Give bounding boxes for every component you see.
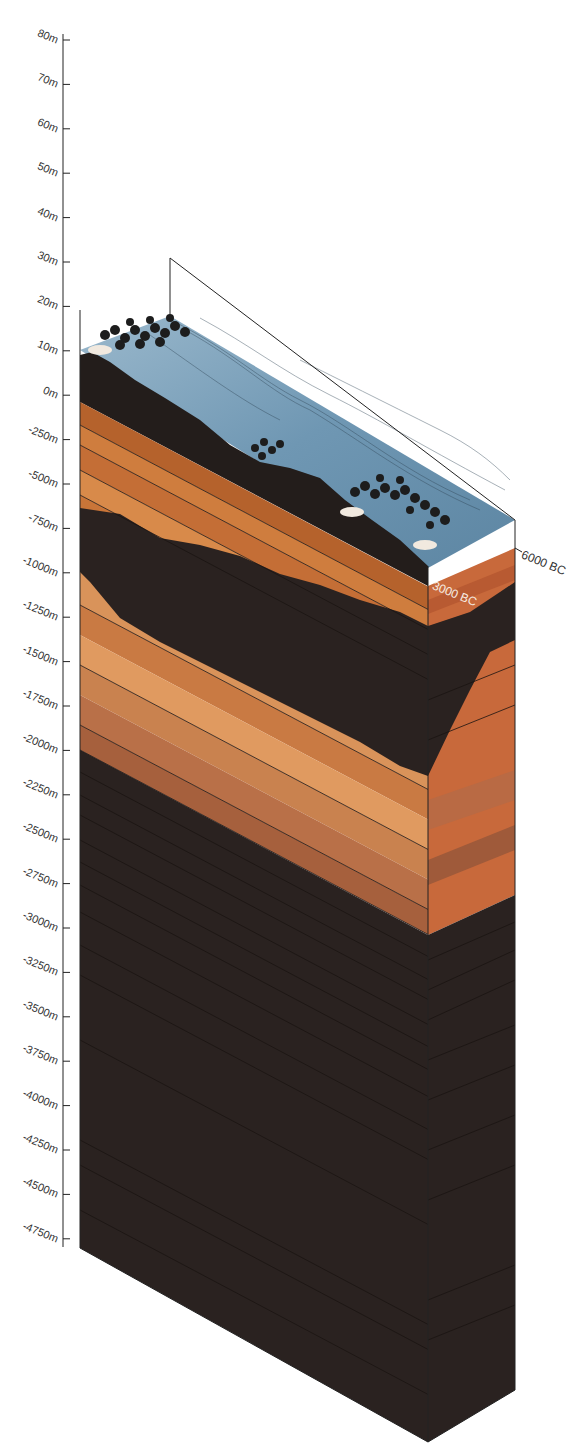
depth-label: -4750m	[5, 1212, 60, 1245]
depth-label: -250m	[5, 413, 60, 446]
depth-label: 0m	[5, 368, 60, 401]
depth-label: -1250m	[5, 590, 60, 623]
depth-label: 70m	[5, 58, 60, 91]
depth-label: -2750m	[5, 857, 60, 890]
depth-label: -4250m	[5, 1123, 60, 1156]
depth-label: -1000m	[5, 546, 60, 579]
depth-label: 50m	[5, 146, 60, 179]
depth-label: -4500m	[5, 1168, 60, 1201]
depth-label: -500m	[5, 457, 60, 490]
depth-label: -4000m	[5, 1079, 60, 1112]
date-label: 6000 BC	[519, 548, 568, 578]
depth-label: -750m	[5, 502, 60, 535]
depth-label: 20m	[5, 280, 60, 313]
depth-label: 10m	[5, 324, 60, 357]
depth-label: -2000m	[5, 724, 60, 757]
depth-label: -2500m	[5, 812, 60, 845]
depth-label: -2250m	[5, 768, 60, 801]
depth-label: -3000m	[5, 901, 60, 934]
depth-label: 40m	[5, 191, 60, 224]
depth-label: -1750m	[5, 679, 60, 712]
depth-label: -3250m	[5, 946, 60, 979]
depth-label: -3750m	[5, 1034, 60, 1067]
depth-label: -3500m	[5, 990, 60, 1023]
depth-label: 30m	[5, 235, 60, 268]
depth-label: 60m	[5, 102, 60, 135]
depth-label: -1500m	[5, 635, 60, 668]
depth-label: 80m	[5, 13, 60, 46]
